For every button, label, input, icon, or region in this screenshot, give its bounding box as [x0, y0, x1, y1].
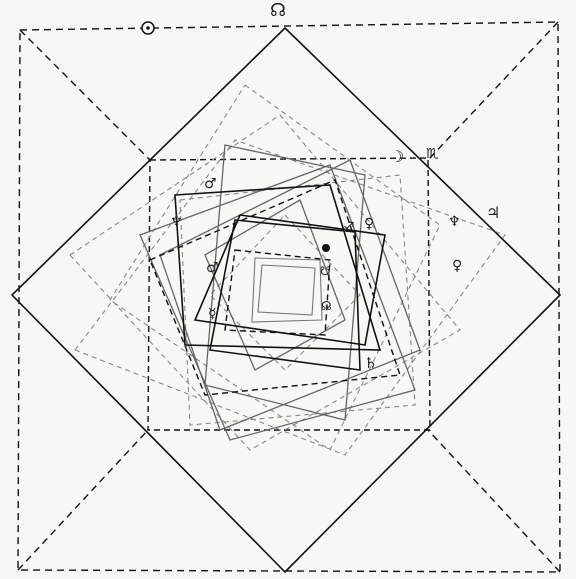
saturn-icon: ♄ — [364, 354, 377, 372]
dark-dashed-squares — [149, 179, 401, 396]
mercury-icon: ☿ — [208, 306, 217, 322]
grey-dashed-square-2 — [69, 114, 461, 451]
venus-icon-center: ♀ — [364, 216, 374, 232]
moon-icon: ☽ — [390, 147, 404, 166]
venus-icon-right: ♀ — [452, 258, 462, 274]
grey-dashed-square-5 — [209, 214, 361, 371]
dark-square-2 — [174, 184, 382, 351]
innermost-square-1 — [251, 257, 323, 323]
innermost-squares — [251, 257, 323, 323]
dark-square-1 — [209, 219, 361, 371]
solid-diamond — [10, 26, 562, 574]
grey-dashed-squares — [69, 84, 506, 456]
sun-marker — [141, 21, 155, 35]
diagonal-bl — [17, 429, 149, 571]
grey-dashed-square-1 — [109, 84, 441, 451]
grey-dashed-square-3 — [74, 139, 506, 456]
diagonal-tl — [19, 29, 151, 161]
dot-marker — [322, 244, 330, 252]
dark-solid-squares — [174, 184, 386, 371]
dark-dashed-square-1 — [149, 179, 401, 396]
dashed-inner-square — [147, 157, 431, 431]
north-node-icon: ☊ — [321, 299, 332, 313]
dark-dashed-square-2 — [224, 249, 331, 336]
top-node-icon: ☊ — [270, 0, 286, 21]
outer-frame — [17, 21, 561, 573]
scorpio-icon: ♏ — [426, 146, 439, 162]
sagittarius-icon: ♐ — [342, 220, 355, 236]
dark-square-3 — [193, 214, 386, 346]
neptune-icon-left: ♆ — [170, 214, 183, 230]
neptune-icon-right: ♆ — [448, 214, 461, 230]
south-node-icon: ☋ — [320, 264, 331, 278]
mars-icon-upper: ♂ — [204, 176, 217, 192]
grey-solid-square-2 — [159, 159, 421, 431]
grey-solid-square-1 — [139, 164, 416, 441]
outer-square — [17, 21, 561, 573]
diagonal-tr — [427, 21, 559, 161]
innermost-square-2 — [257, 264, 316, 316]
sun-icon-dot — [146, 26, 150, 30]
jupiter-icon: ♃ — [486, 203, 500, 222]
grey-solid-square-3 — [204, 144, 366, 421]
planet-glyphs: ☊ ☽ ♏ ♂ ♆ ♆ ♃ ♐ ♀ ♀ ♂ ☋ ☊ ☿ ♄ — [170, 0, 500, 372]
diagonal-br — [427, 429, 561, 573]
mars-icon-lower: ♂ — [206, 260, 219, 276]
